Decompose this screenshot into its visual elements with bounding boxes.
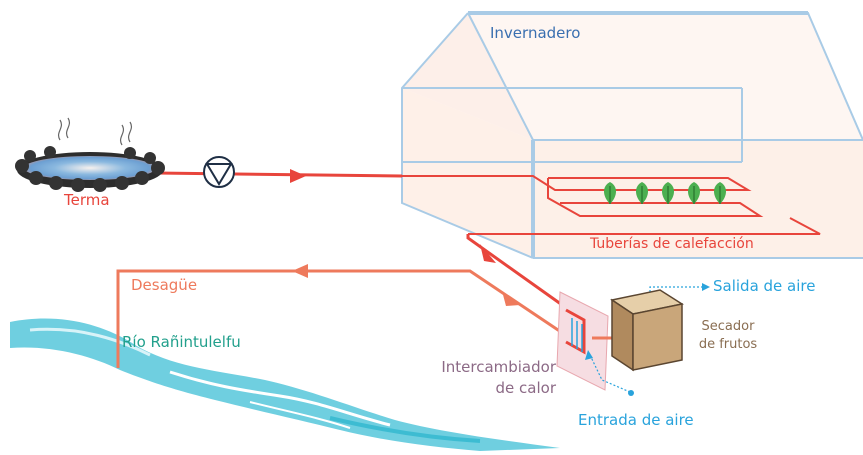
air-inlet-point [628, 390, 634, 396]
label-heating-pipes: Tuberías de calefacción [590, 236, 754, 252]
plant-icon [662, 182, 674, 204]
plant-icon [714, 182, 726, 204]
label-air-outlet: Salida de aire [713, 277, 816, 295]
greenhouse [401, 11, 863, 259]
label-fruit-dryer: Secador de frutos [698, 319, 758, 352]
flow-arrow [290, 169, 306, 183]
flow-arrow [480, 244, 496, 263]
label-heat-exchanger: Intercambiador de calor [441, 358, 556, 397]
air-lines [589, 286, 705, 393]
fruit-dryer [610, 289, 684, 372]
plant-icon [688, 182, 700, 204]
plants [604, 182, 726, 204]
heating-pipes [402, 175, 821, 235]
flow-arrow [502, 291, 520, 306]
river [10, 318, 560, 451]
flow-arrow [292, 264, 308, 278]
plant-icon [636, 182, 648, 204]
label-greenhouse: Invernadero [490, 24, 581, 42]
air-inlet-arrow [585, 350, 593, 360]
air-outlet-arrow [702, 283, 710, 291]
hot-spring [15, 117, 165, 192]
label-hot-spring: Terma [64, 191, 110, 209]
label-air-inlet: Entrada de aire [578, 411, 694, 429]
steam-icon [57, 117, 133, 146]
plant-icon [604, 182, 616, 204]
pump-icon [203, 156, 235, 188]
label-drain: Desagüe [131, 276, 198, 294]
label-river: Río Rañintulelfu [122, 333, 241, 351]
